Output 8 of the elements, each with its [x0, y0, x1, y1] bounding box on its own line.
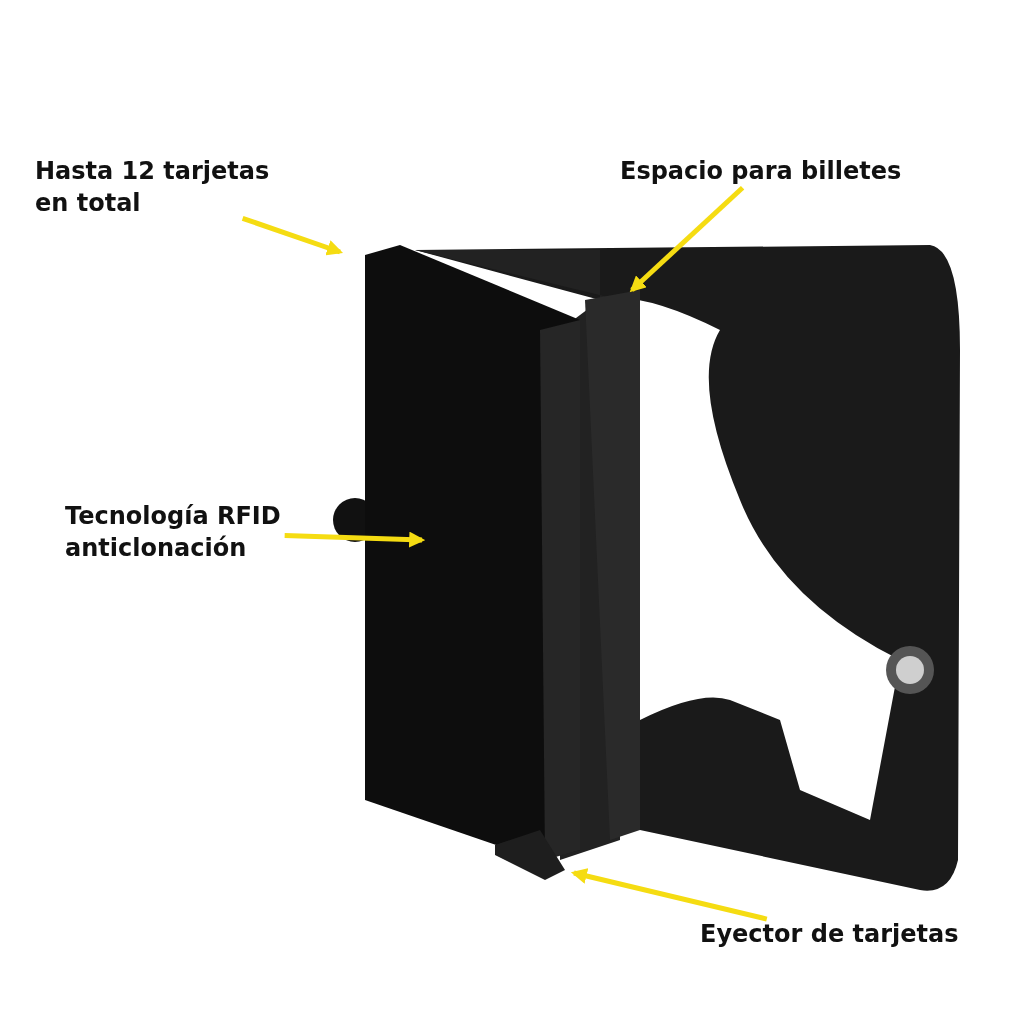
arrow: [284, 531, 426, 548]
arrow: [629, 185, 745, 293]
arrow: [570, 868, 768, 922]
arrow: [241, 215, 343, 256]
callout-text: Hasta 12 tarjetas en total: [35, 155, 295, 219]
callout-text: Eyector de tarjetas: [700, 918, 959, 950]
callout-text: Espacio para billetes: [620, 155, 902, 187]
callout-text: Tecnología RFID anticlonación: [65, 500, 325, 564]
